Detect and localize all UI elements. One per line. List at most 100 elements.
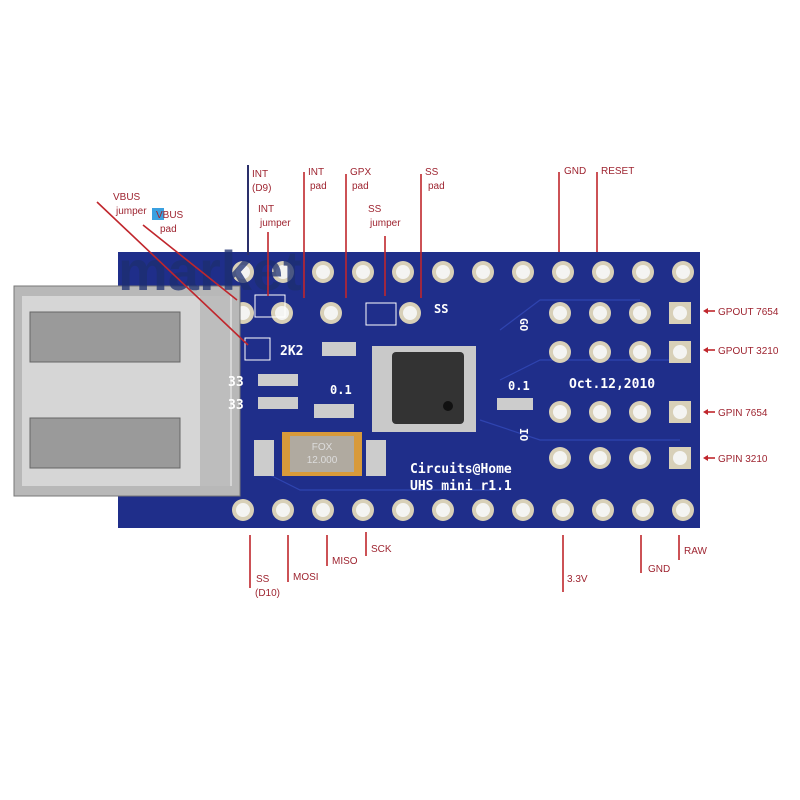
drill bbox=[596, 503, 610, 517]
label-int-d9-1: INT bbox=[252, 169, 268, 180]
label-ss-pad-1: SS bbox=[425, 167, 439, 178]
label-int-jumper-2: jumper bbox=[259, 218, 291, 229]
drill bbox=[673, 405, 687, 419]
silk-io: IO bbox=[517, 428, 530, 442]
silk-go: GO bbox=[517, 318, 530, 332]
label-mosi: MOSI bbox=[293, 572, 319, 583]
drill bbox=[436, 503, 450, 517]
drill bbox=[396, 265, 410, 279]
drill bbox=[516, 503, 530, 517]
drill bbox=[476, 265, 490, 279]
drill bbox=[636, 265, 650, 279]
label-miso: MISO bbox=[332, 556, 358, 567]
drill bbox=[636, 503, 650, 517]
label-int-jumper-1: INT bbox=[258, 204, 274, 215]
traces bbox=[259, 299, 680, 491]
label-ss-jumper-1: SS bbox=[368, 204, 382, 215]
label-int-pad-2: pad bbox=[310, 181, 327, 192]
drill bbox=[673, 345, 687, 359]
drill bbox=[596, 265, 610, 279]
label-ss-jumper-2: jumper bbox=[369, 218, 401, 229]
drill bbox=[673, 306, 687, 320]
drill bbox=[236, 265, 250, 279]
drill bbox=[316, 265, 330, 279]
drill bbox=[553, 451, 567, 465]
drill bbox=[593, 345, 607, 359]
drill bbox=[633, 451, 647, 465]
drill bbox=[556, 503, 570, 517]
label-ss-d10-1: SS bbox=[256, 574, 270, 585]
drill bbox=[396, 503, 410, 517]
crystal-freq: 12.000 bbox=[307, 455, 338, 466]
drill bbox=[676, 503, 690, 517]
label-gpx-pad-1: GPX bbox=[350, 167, 371, 178]
label-right: GPIN 3210 bbox=[718, 454, 768, 465]
crystal: FOX 12.000 bbox=[282, 432, 362, 476]
drill bbox=[516, 265, 530, 279]
label-ss-pad-2: pad bbox=[428, 181, 445, 192]
drill bbox=[276, 265, 290, 279]
drill bbox=[324, 306, 338, 320]
label-int-d9-2: (D9) bbox=[252, 183, 271, 194]
label-ss-d10-2: (D10) bbox=[255, 588, 280, 599]
silk-date: Oct.12,2010 bbox=[569, 377, 655, 392]
pin-holes bbox=[232, 261, 694, 521]
drill bbox=[593, 306, 607, 320]
drill bbox=[673, 451, 687, 465]
label-right: GPOUT 7654 bbox=[718, 307, 779, 318]
drill bbox=[553, 306, 567, 320]
passives bbox=[244, 294, 533, 476]
drill bbox=[356, 503, 370, 517]
drill bbox=[356, 265, 370, 279]
drill bbox=[403, 306, 417, 320]
label-gnd-bottom: GND bbox=[648, 564, 670, 575]
silk-2k2: 2K2 bbox=[280, 344, 303, 359]
marker-square bbox=[152, 208, 164, 220]
silk-c2: 0.1 bbox=[508, 379, 530, 393]
crystal-brand: FOX bbox=[312, 442, 333, 453]
drill bbox=[593, 451, 607, 465]
drill bbox=[236, 503, 250, 517]
label-reset: RESET bbox=[601, 166, 634, 177]
label-3v3: 3.3V bbox=[567, 574, 588, 585]
arrowhead-icon bbox=[703, 455, 708, 461]
arrowhead-icon bbox=[703, 409, 708, 415]
label-gnd-top: GND bbox=[564, 166, 586, 177]
label-right: GPOUT 3210 bbox=[718, 346, 779, 357]
silk-33b: 33 bbox=[228, 398, 244, 413]
usb-connector bbox=[13, 285, 241, 497]
vbus-pad-pointer bbox=[142, 224, 238, 301]
drill bbox=[633, 306, 647, 320]
label-vbus-pad-2: pad bbox=[160, 224, 177, 235]
silk-ss: SS bbox=[434, 302, 448, 316]
drill bbox=[633, 405, 647, 419]
label-vbus-jumper-1: VBUS bbox=[113, 192, 141, 203]
drill bbox=[633, 345, 647, 359]
drill bbox=[476, 503, 490, 517]
silk-brand: Circuits@Home bbox=[410, 462, 512, 477]
drill bbox=[553, 345, 567, 359]
drill bbox=[276, 503, 290, 517]
label-int-pad-1: INT bbox=[308, 167, 324, 178]
drill bbox=[553, 405, 567, 419]
label-gpx-pad-2: pad bbox=[352, 181, 369, 192]
arrowhead-icon bbox=[703, 347, 708, 353]
drill bbox=[556, 265, 570, 279]
watermark: market bbox=[118, 239, 302, 302]
label-vbus-jumper-2: jumper bbox=[115, 206, 147, 217]
label-raw: RAW bbox=[684, 546, 708, 557]
label-sck: SCK bbox=[371, 544, 392, 555]
drill bbox=[275, 306, 289, 320]
silk-model: UHS mini r1.1 bbox=[410, 479, 512, 494]
drill bbox=[436, 265, 450, 279]
drill bbox=[593, 405, 607, 419]
label-vbus-pad-1: VBUS bbox=[156, 210, 184, 221]
silk-33a: 33 bbox=[228, 375, 244, 390]
drill bbox=[316, 503, 330, 517]
drill bbox=[676, 265, 690, 279]
vbus-jumper-pointer bbox=[96, 201, 249, 346]
label-right: GPIN 7654 bbox=[718, 408, 768, 419]
